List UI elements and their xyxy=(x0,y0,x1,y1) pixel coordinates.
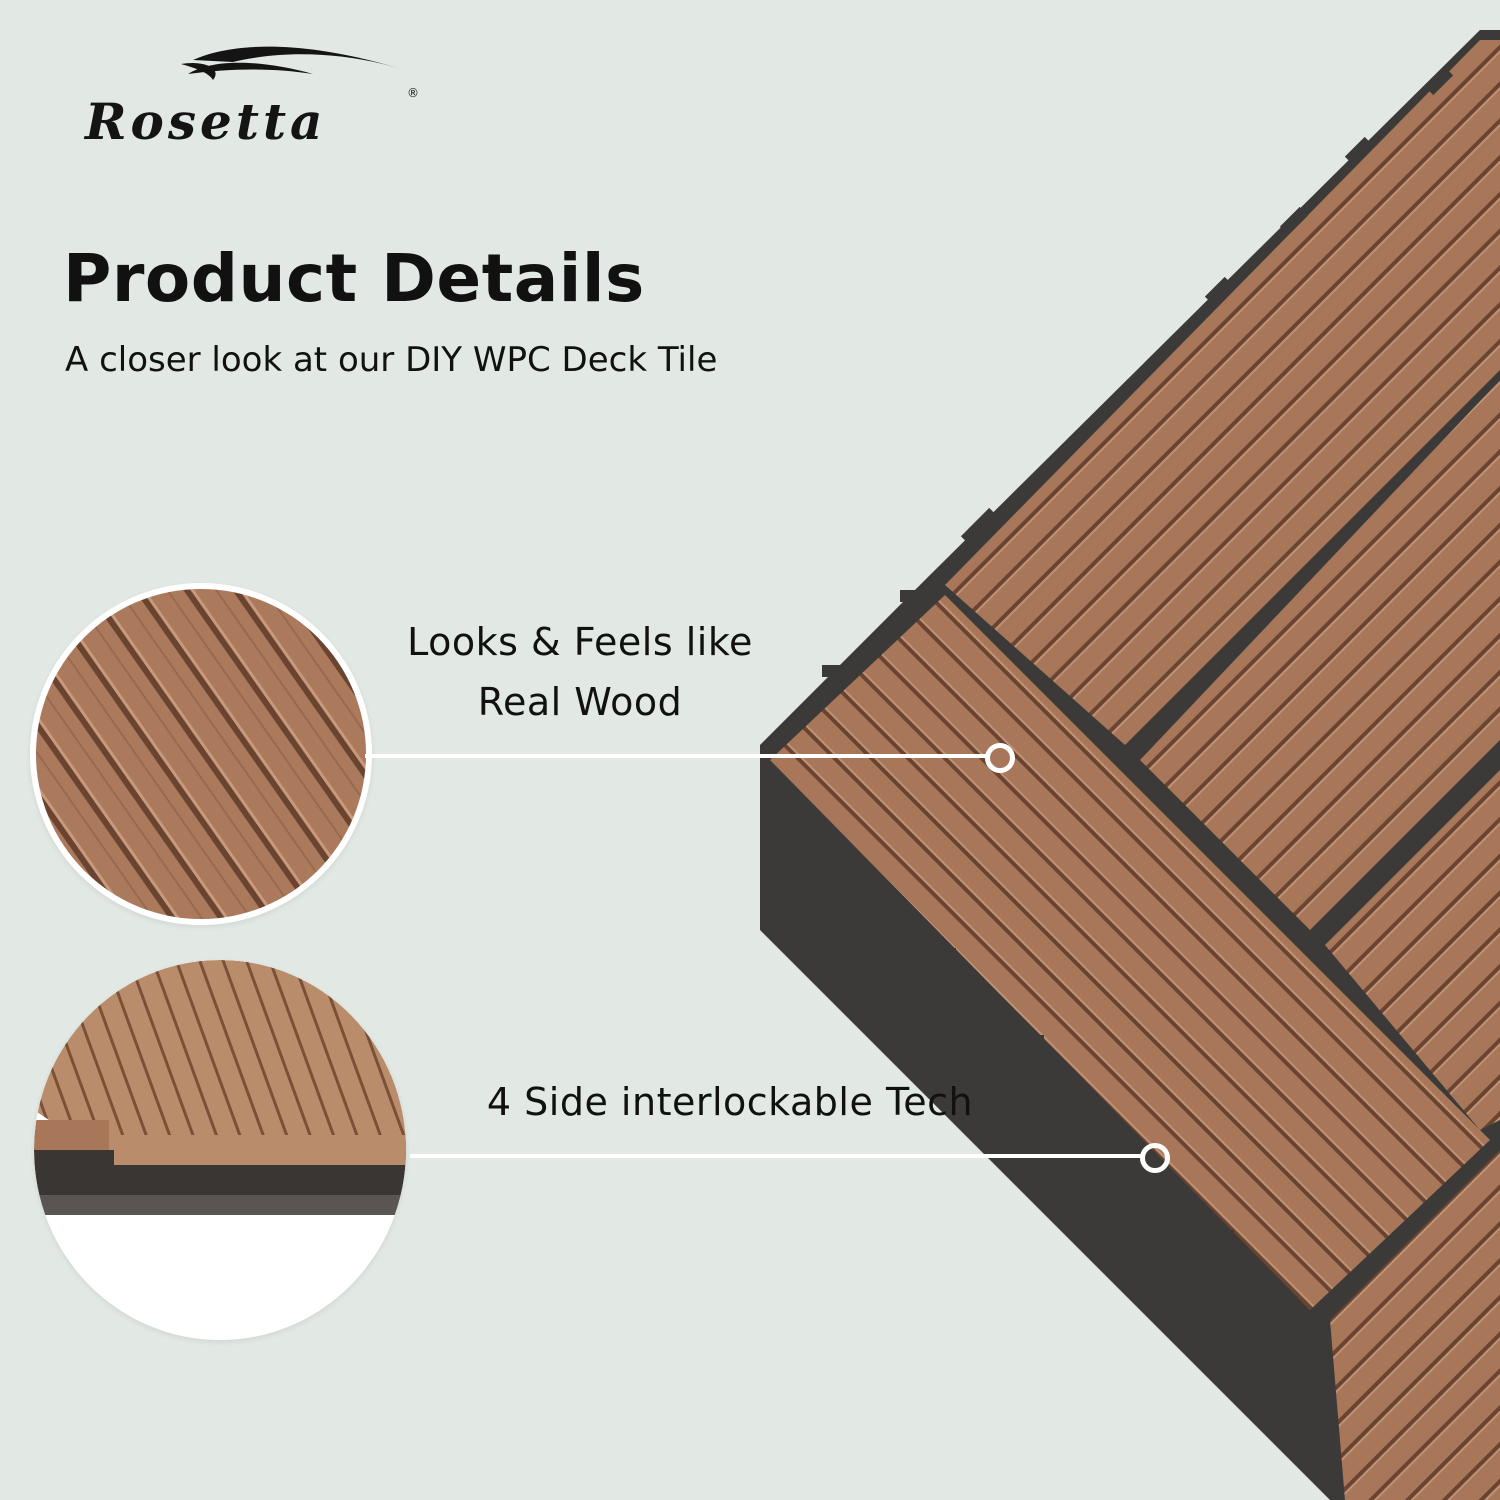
feature-real-wood-line1: Looks & Feels like xyxy=(407,620,753,664)
interlock-profile-image xyxy=(34,960,406,1340)
callout-dot-interlock xyxy=(1140,1143,1170,1173)
page-subtitle: A closer look at our DIY WPC Deck Tile xyxy=(65,340,718,380)
closeup-wood-texture xyxy=(30,583,372,925)
closeup-interlock-profile xyxy=(34,960,406,1340)
page-title: Product Details xyxy=(63,240,645,317)
callout-line-interlock xyxy=(410,1154,1145,1158)
feature-interlock: 4 Side interlockable Tech xyxy=(440,1072,1020,1132)
wood-texture-image xyxy=(36,589,366,919)
callout-dot-wood xyxy=(985,743,1015,773)
feature-interlock-line1: 4 Side interlockable Tech xyxy=(486,1080,974,1124)
feature-real-wood: Looks & Feels like Real Wood xyxy=(380,612,780,732)
feature-real-wood-line2: Real Wood xyxy=(477,680,683,724)
callout-line-wood xyxy=(365,754,990,758)
brand-logo: Rosetta ® xyxy=(85,40,435,165)
logo-swoosh-icon xyxy=(181,46,398,80)
registered-mark: ® xyxy=(407,86,419,100)
brand-name: Rosetta xyxy=(85,92,327,151)
